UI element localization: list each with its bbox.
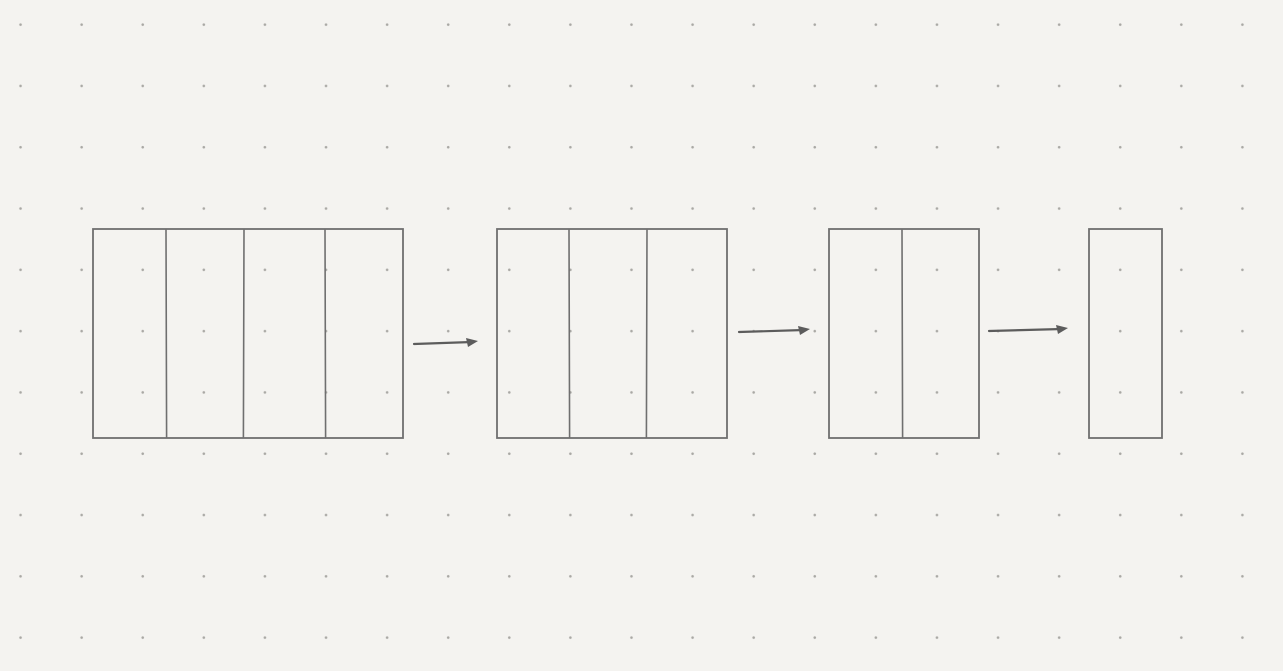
stage-4-box <box>1088 228 1163 439</box>
stage-1-frame <box>92 228 404 439</box>
stage-3-box <box>828 228 980 439</box>
stage-4-frame <box>1088 228 1163 439</box>
stage-2-divider <box>645 229 648 438</box>
stage-2-divider <box>568 229 571 438</box>
arrow-shaft <box>987 327 1064 333</box>
stage-3-frame <box>828 228 980 439</box>
arrow-stage-3-to-stage-4 <box>987 325 1068 334</box>
arrow-head-icon <box>466 338 478 347</box>
arrow-shaft <box>737 328 806 334</box>
stage-2-frame <box>496 228 728 439</box>
stage-1-box <box>92 228 404 439</box>
stage-1-divider <box>324 229 327 438</box>
stage-2-box <box>496 228 728 439</box>
arrow-shaft <box>412 340 474 346</box>
stage-3-divider <box>901 229 904 438</box>
arrow-stage-2-to-stage-3 <box>737 326 810 335</box>
arrow-head-icon <box>1056 325 1068 334</box>
arrow-head-icon <box>798 326 810 335</box>
stage-1-divider <box>242 229 245 438</box>
stage-1-divider <box>165 229 168 438</box>
arrow-stage-1-to-stage-2 <box>412 338 478 347</box>
